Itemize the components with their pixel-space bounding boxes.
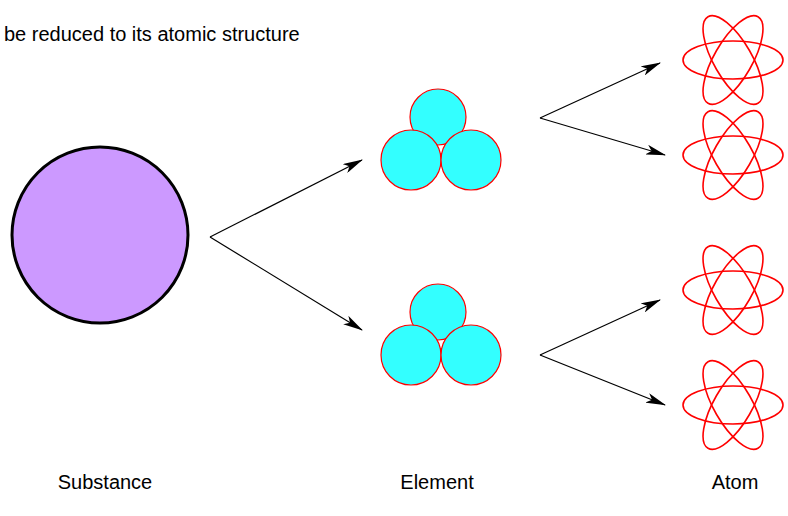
column-label: Element: [400, 470, 473, 494]
atom-symbol: [683, 7, 783, 113]
substance-circle: [12, 147, 188, 323]
column-label: Atom: [712, 470, 759, 494]
atom-symbol: [683, 102, 783, 208]
column-label: Substance: [58, 470, 153, 494]
arrows: [210, 63, 665, 405]
diagram-title: be reduced to its atomic structure: [4, 22, 300, 46]
atom-symbol: [683, 237, 783, 343]
element-cluster: [381, 284, 501, 385]
atom-symbol: [683, 352, 783, 458]
element-cluster: [381, 89, 501, 190]
